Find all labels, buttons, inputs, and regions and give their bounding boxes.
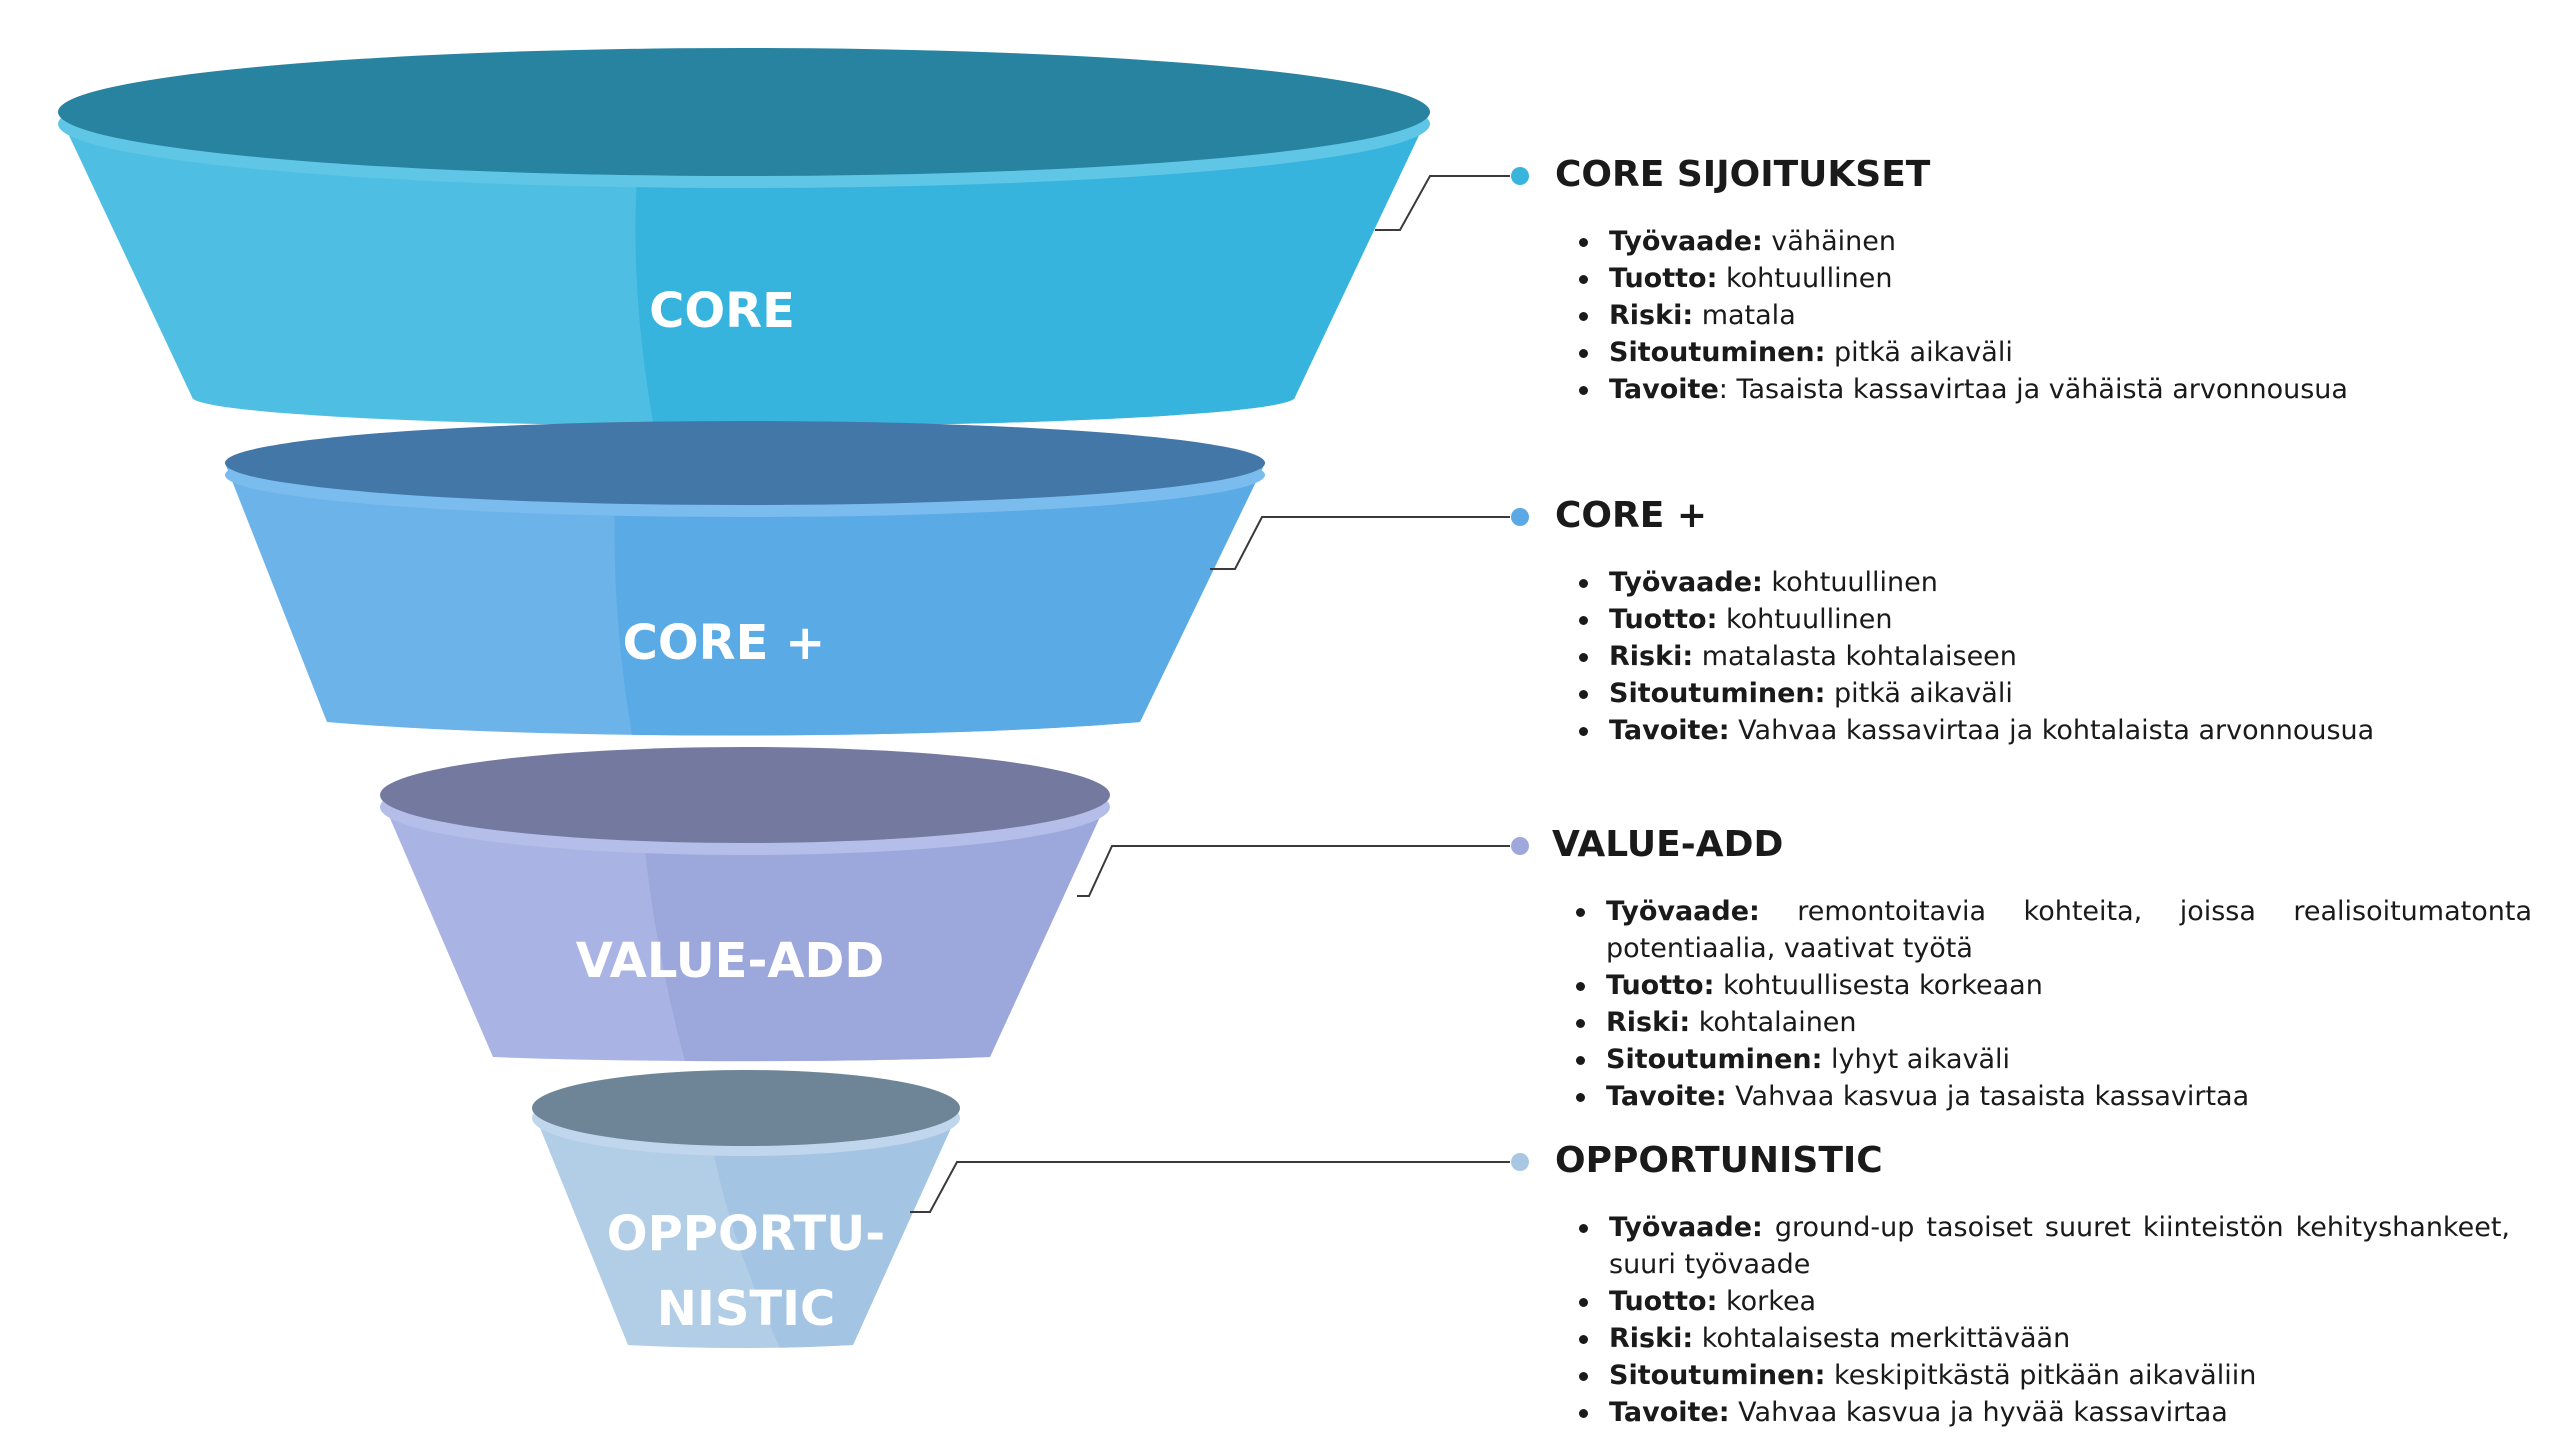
connector-line-opportunistic: [910, 1161, 1510, 1213]
list-item: Tavoite: Vahvaa kasvua ja hyvää kassavir…: [1555, 1394, 2510, 1431]
list-item: Riski: matalasta kohtalaiseen: [1555, 638, 2455, 675]
list-item: Tavoite: Tasaista kassavirtaa ja vähäist…: [1555, 371, 2455, 408]
item-text: Vahvaa kassavirtaa ja kohtalaista arvonn…: [1729, 715, 2375, 746]
item-term: Työvaade:: [1609, 1212, 1763, 1243]
item-text: kohtuullinen: [1762, 567, 1938, 598]
segment-label-line-1: OPPORTU-: [607, 1206, 885, 1262]
segment-label: VALUE-ADD: [576, 933, 884, 989]
segment-top-ellipse: [58, 48, 1430, 176]
item-term: Sitoutuminen:: [1609, 1360, 1826, 1391]
section-opportunistic: OPPORTUNISTIC Työvaade: ground-up tasois…: [1555, 1139, 2510, 1431]
item-text: : Tasaista kassavirtaa ja vähäistä arvon…: [1718, 374, 2348, 405]
heading-dot-core-plus: [1511, 508, 1529, 526]
item-term: Sitoutuminen:: [1606, 1044, 1823, 1075]
connector-line-value-add: [1077, 845, 1510, 897]
item-text: pitkä aikaväli: [1825, 678, 2013, 709]
list-item: Tuotto: korkea: [1555, 1283, 2510, 1320]
list-item: Sitoutuminen: keskipitkästä pitkään aika…: [1555, 1357, 2510, 1394]
funnel-segment-value-add: VALUE-ADD: [380, 747, 1110, 1062]
list-item: Työvaade: kohtuullinen: [1555, 564, 2455, 601]
item-term: Työvaade:: [1609, 567, 1763, 598]
section-heading: CORE +: [1555, 495, 1708, 536]
item-text: remontoitavia kohteita, joissa realisoit…: [1606, 896, 2532, 964]
section-heading: VALUE-ADD: [1552, 824, 1784, 865]
item-text: korkea: [1717, 1286, 1817, 1317]
section-core-plus: CORE + Työvaade: kohtuullinen Tuotto: ko…: [1555, 494, 2455, 749]
item-term: Riski:: [1609, 300, 1694, 331]
item-term: Tavoite:: [1609, 1397, 1730, 1428]
item-term: Tavoite:: [1606, 1081, 1727, 1112]
section-heading: CORE SIJOITUKSET: [1555, 154, 1931, 195]
detail-list: Työvaade: vähäinen Tuotto: kohtuullinen …: [1555, 223, 2455, 408]
segment-right-shade: [614, 463, 1265, 736]
segment-top-ellipse: [532, 1070, 960, 1146]
segment-label: CORE: [649, 283, 795, 339]
list-item: Työvaade: ground-up tasoiset suuret kiin…: [1555, 1209, 2510, 1283]
detail-list: Työvaade: ground-up tasoiset suuret kiin…: [1555, 1209, 2510, 1431]
list-item: Riski: kohtalainen: [1552, 1004, 2532, 1041]
item-text: matala: [1693, 300, 1796, 331]
item-text: ground-up tasoiset suuret kiinteistön ke…: [1609, 1212, 2510, 1280]
list-item: Työvaade: vähäinen: [1555, 223, 2455, 260]
segment-top-ellipse: [380, 747, 1110, 843]
funnel-segment-opportunistic: OPPORTU- NISTIC: [532, 1070, 960, 1348]
item-term: Työvaade:: [1606, 896, 1760, 927]
detail-list: Työvaade: remontoitavia kohteita, joissa…: [1552, 893, 2532, 1115]
item-text: lyhyt aikaväli: [1822, 1044, 2011, 1075]
connector-line-core-plus: [1210, 516, 1510, 570]
item-term: Riski:: [1609, 641, 1694, 672]
list-item: Tavoite: Vahvaa kassavirtaa ja kohtalais…: [1555, 712, 2455, 749]
item-term: Tuotto:: [1609, 1286, 1718, 1317]
item-term: Tavoite: [1609, 374, 1719, 405]
heading-dot-opportunistic: [1511, 1153, 1529, 1171]
list-item: Tavoite: Vahvaa kasvua ja tasaista kassa…: [1552, 1078, 2532, 1115]
list-item: Riski: kohtalaisesta merkittävään: [1555, 1320, 2510, 1357]
item-term: Sitoutuminen:: [1609, 678, 1826, 709]
item-term: Riski:: [1606, 1007, 1691, 1038]
heading-dot-value-add: [1511, 837, 1529, 855]
list-item: Työvaade: remontoitavia kohteita, joissa…: [1552, 893, 2532, 967]
item-term: Tuotto:: [1609, 604, 1718, 635]
segment-right-shade: [635, 112, 1430, 427]
connector-line-core: [1375, 175, 1510, 231]
segment-top-ellipse: [225, 421, 1265, 505]
item-text: kohtalaisesta merkittävään: [1693, 1323, 2071, 1354]
list-item: Riski: matala: [1555, 297, 2455, 334]
segment-label: CORE +: [623, 615, 826, 671]
item-text: keskipitkästä pitkään aikaväliin: [1825, 1360, 2257, 1391]
funnel-segment-core: CORE: [58, 48, 1430, 427]
list-item: Sitoutuminen: pitkä aikaväli: [1555, 675, 2455, 712]
item-term: Työvaade:: [1609, 226, 1763, 257]
item-term: Sitoutuminen:: [1609, 337, 1826, 368]
item-text: kohtuullinen: [1717, 263, 1893, 294]
list-item: Sitoutuminen: lyhyt aikaväli: [1552, 1041, 2532, 1078]
item-term: Riski:: [1609, 1323, 1694, 1354]
item-text: kohtalainen: [1690, 1007, 1857, 1038]
item-text: pitkä aikaväli: [1825, 337, 2013, 368]
heading-dot-core: [1511, 167, 1529, 185]
section-core: CORE SIJOITUKSET Työvaade: vähäinen Tuot…: [1555, 153, 2455, 408]
list-item: Tuotto: kohtuullinen: [1555, 260, 2455, 297]
section-heading: OPPORTUNISTIC: [1555, 1140, 1883, 1181]
item-term: Tuotto:: [1609, 263, 1718, 294]
item-text: vähäinen: [1762, 226, 1896, 257]
item-text: kohtuullinen: [1717, 604, 1893, 635]
item-term: Tavoite:: [1609, 715, 1730, 746]
item-text: kohtuullisesta korkeaan: [1714, 970, 2043, 1001]
funnel-segment-core-plus: CORE +: [225, 421, 1265, 736]
item-text: Vahvaa kasvua ja hyvää kassavirtaa: [1729, 1397, 2228, 1428]
list-item: Sitoutuminen: pitkä aikaväli: [1555, 334, 2455, 371]
list-item: Tuotto: kohtuullinen: [1555, 601, 2455, 638]
item-text: Vahvaa kasvua ja tasaista kassavirtaa: [1726, 1081, 2250, 1112]
section-value-add: VALUE-ADD Työvaade: remontoitavia kohtei…: [1552, 823, 2532, 1115]
item-text: matalasta kohtalaiseen: [1693, 641, 2017, 672]
item-term: Tuotto:: [1606, 970, 1715, 1001]
list-item: Tuotto: kohtuullisesta korkeaan: [1552, 967, 2532, 1004]
detail-list: Työvaade: kohtuullinen Tuotto: kohtuulli…: [1555, 564, 2455, 749]
segment-label-line-2: NISTIC: [657, 1281, 835, 1337]
